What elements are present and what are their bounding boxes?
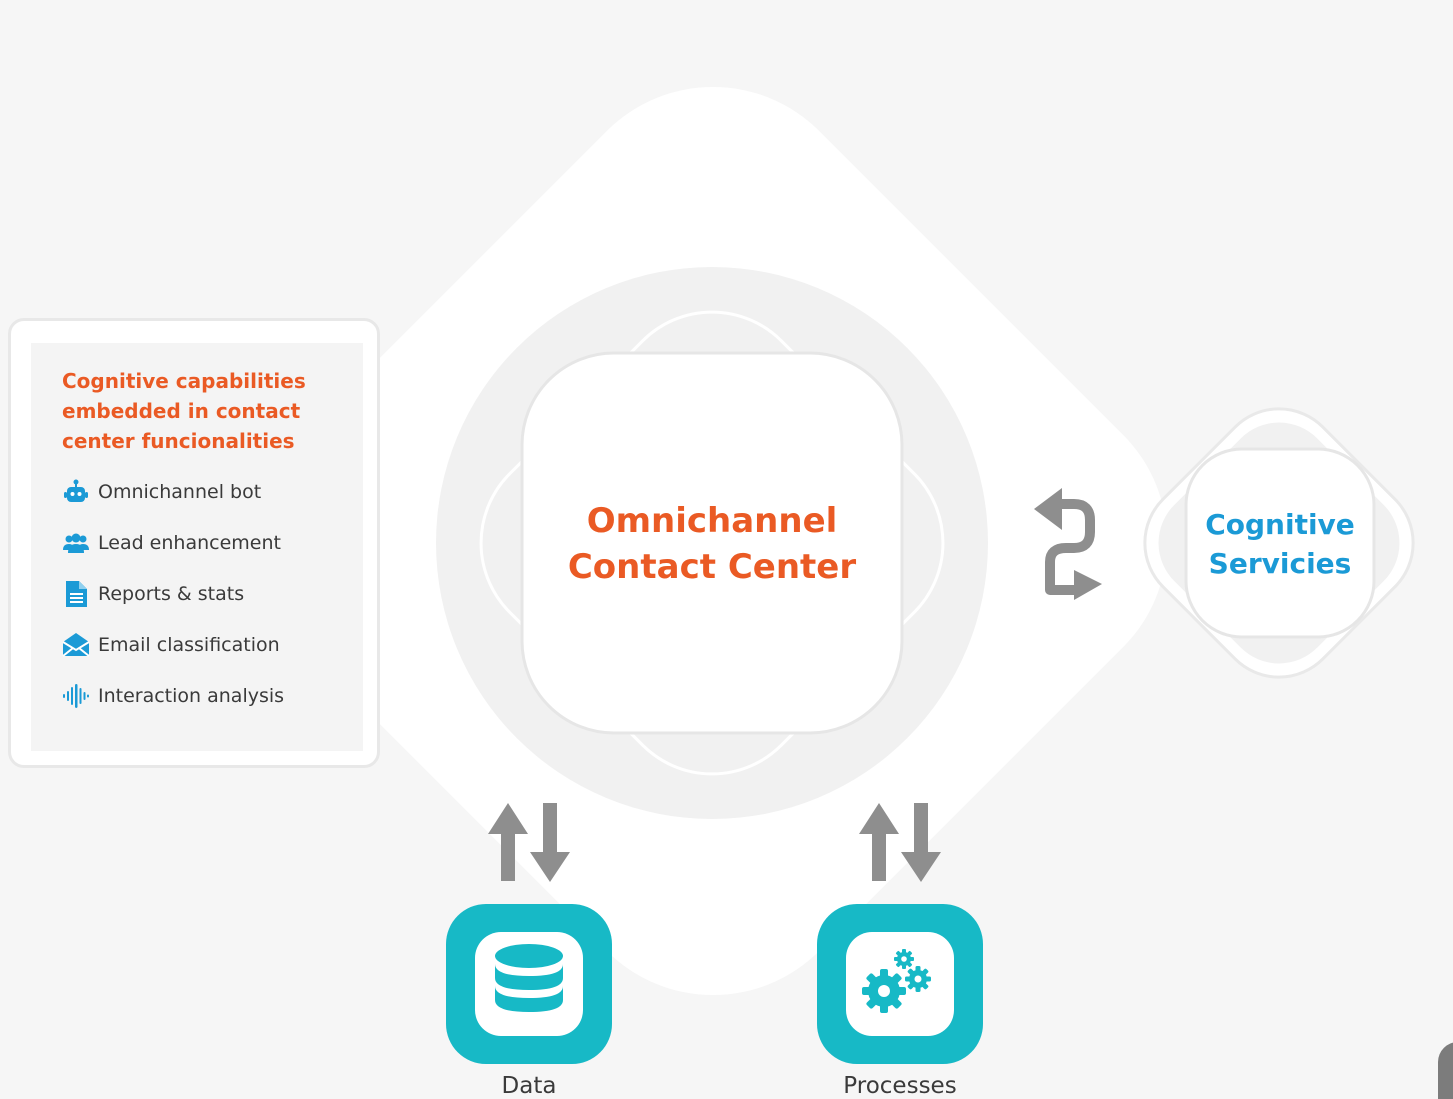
robot-icon	[62, 478, 90, 506]
data-node-inner	[475, 932, 583, 1036]
cognitive-title-line2: Servicies	[1208, 547, 1352, 580]
capability-label: Reports & stats	[98, 582, 245, 605]
capabilities-title: Cognitive capabilities embedded in conta…	[62, 369, 306, 453]
processes-updown-arrows-icon	[859, 803, 941, 882]
capability-label: Email classification	[98, 633, 280, 656]
capability-label: Lead enhancement	[98, 531, 281, 554]
gears-icon	[860, 947, 940, 1021]
exchange-arrows-icon	[1034, 488, 1102, 600]
data-updown-arrows-icon	[488, 803, 570, 882]
envelope-icon	[62, 631, 90, 659]
center-rings	[436, 267, 988, 819]
capability-lead-enhancement: Lead enhancement	[62, 517, 284, 568]
processes-label: Processes	[843, 1073, 957, 1099]
processes-node-inner	[846, 932, 954, 1036]
capability-label: Interaction analysis	[98, 684, 285, 707]
center-title-line2: Contact Center	[567, 547, 857, 587]
capability-reports-stats: Reports & stats	[62, 568, 284, 619]
cognitive-title-line1: Cognitive	[1205, 508, 1355, 541]
capability-label: Omnichannel bot	[98, 480, 262, 503]
data-label: Data	[501, 1073, 557, 1099]
center-title-line1: Omnichannel	[586, 501, 838, 541]
center-node-title: Omnichannel Contact Center	[530, 498, 894, 590]
users-icon	[62, 529, 90, 557]
capability-interaction-analysis: Interaction analysis	[62, 670, 284, 721]
data-node	[446, 904, 612, 1064]
cognitive-rings	[1143, 407, 1415, 679]
database-icon	[491, 942, 567, 1026]
capability-omnichannel-bot: Omnichannel bot	[62, 466, 284, 517]
cognitive-services-title: Cognitive Servicies	[1186, 505, 1374, 583]
document-icon	[62, 580, 90, 608]
soundwave-icon	[62, 682, 90, 710]
capabilities-list: Omnichannel bot Lead enhancement	[62, 466, 284, 721]
corner-fragment	[1438, 1042, 1453, 1099]
capability-email-classification: Email classification	[62, 619, 284, 670]
processes-node	[817, 904, 983, 1064]
